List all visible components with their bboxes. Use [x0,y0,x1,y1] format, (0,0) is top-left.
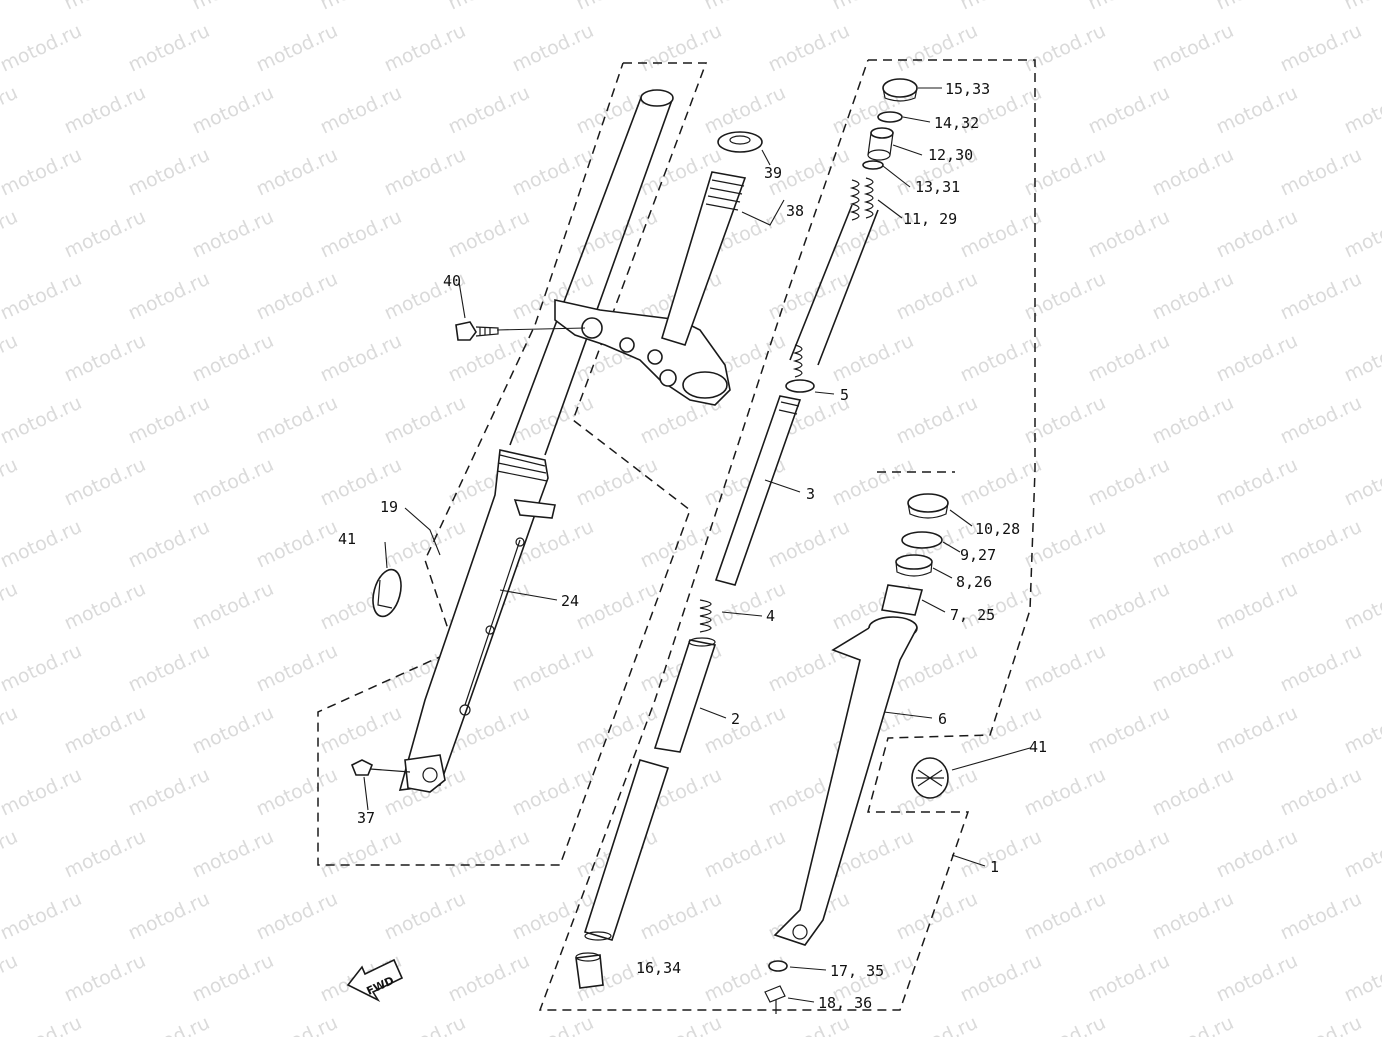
left-outer-tube [398,449,556,793]
cap-41-right [911,757,949,799]
lower-inner-tube [583,759,670,941]
dust-seal-10-28 [907,493,949,519]
label-6: 6 [938,710,947,728]
forward-direction-arrow: FWD [346,958,404,1002]
damper-rod-24 [459,537,525,716]
label-39: 39 [764,164,782,182]
washer-17-35 [768,960,788,972]
left-group-boundary [317,62,708,866]
label-3: 3 [806,485,815,503]
cap-bolt-15-33 [882,78,918,102]
seal-39 [717,131,763,153]
label-41-left: 41 [338,530,356,548]
label-15-33: 15,33 [945,80,990,98]
label-40: 40 [443,272,461,290]
oil-seal-8-26 [895,554,933,577]
label-7-25: 7, 25 [950,606,995,624]
ring-14-32 [877,111,903,123]
cap-41-left [372,568,402,618]
left-inner-tube [509,89,674,456]
damper-rod-3 [714,395,802,586]
spring-4 [699,599,712,633]
inner-tube-right [789,204,879,378]
label-24: 24 [561,592,579,610]
clip-9-27 [901,531,943,549]
label-41-right: 41 [1029,738,1047,756]
leader-lines [363,87,1031,1003]
label-2: 2 [731,710,740,728]
label-12-30: 12,30 [928,146,973,164]
label-11-29: 11, 29 [903,210,957,228]
label-38: 38 [786,202,804,220]
spacer-12-30 [867,127,894,161]
label-4: 4 [766,607,775,625]
label-14-32: 14,32 [934,114,979,132]
label-19: 19 [380,498,398,516]
label-17-35: 17, 35 [830,962,884,980]
piece-16-34 [575,952,604,989]
outer-tube-6 [773,616,918,946]
label-16-34: 16,34 [636,959,681,977]
label-1: 1 [990,858,999,876]
bushing-7-25 [881,584,924,616]
ring-5 [785,379,815,393]
spring-11-29 [849,177,874,221]
bolt-40 [455,321,499,341]
washer-13-31 [862,160,884,170]
tube-2 [653,637,717,753]
upper-tube-38 [661,171,747,346]
label-10-28: 10,28 [975,520,1020,538]
label-13-31: 13,31 [915,178,960,196]
right-group-boundary [538,59,1036,1011]
label-18-36: 18, 36 [818,994,872,1012]
bolt-37 [350,759,411,776]
label-9-27: 9,27 [960,546,996,564]
label-8-26: 8,26 [956,573,992,591]
label-5: 5 [840,386,849,404]
label-37: 37 [357,809,375,827]
bolt-18-36 [764,985,786,1014]
